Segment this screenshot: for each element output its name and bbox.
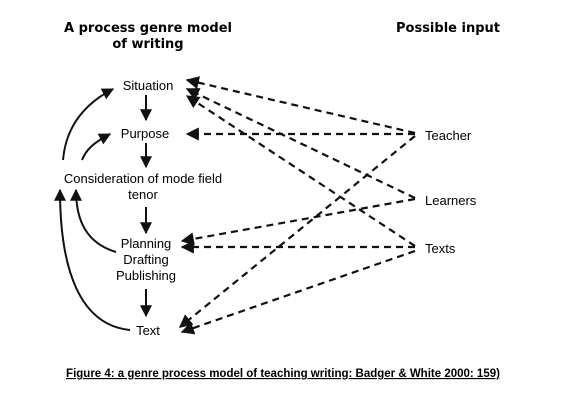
node-situation: Situation	[123, 78, 174, 93]
node-consideration-line1: Consideration of mode field	[64, 171, 222, 186]
input-learners: Learners	[425, 193, 477, 208]
dashed-teacher-to-situation	[185, 76, 416, 135]
input-teacher: Teacher	[425, 128, 472, 143]
node-planning: Planning	[121, 236, 172, 251]
node-purpose: Purpose	[121, 126, 169, 141]
node-publishing: Publishing	[116, 268, 176, 283]
feedback-consideration-to-situation	[62, 88, 115, 161]
dashed-learners-to-situation	[185, 88, 416, 199]
dashed-texts-to-text	[180, 249, 416, 335]
node-consideration-line2: tenor	[128, 187, 158, 202]
model-heading-line2: of writing	[112, 37, 183, 52]
node-drafting: Drafting	[123, 252, 169, 267]
dashed-teacher-to-text	[178, 135, 416, 328]
model-heading-line1: A process genre model	[64, 21, 232, 36]
input-heading: Possible input	[396, 21, 500, 36]
figure-caption: Figure 4: a genre process model of teach…	[66, 368, 500, 380]
input-texts: Texts	[425, 241, 456, 256]
dashed-texts-to-situation	[185, 95, 416, 247]
node-text: Text	[136, 323, 160, 338]
feedback-consideration-to-purpose	[81, 133, 112, 161]
dashed-learners-to-planning	[180, 197, 416, 246]
feedback-text-to-consideration	[54, 188, 131, 331]
feedback-planning-to-consideration	[70, 188, 117, 253]
